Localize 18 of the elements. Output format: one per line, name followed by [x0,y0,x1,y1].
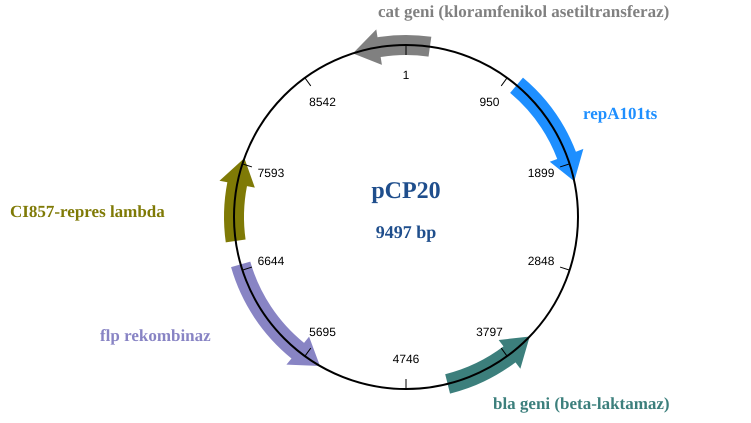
plasmid-name: pCP20 [371,178,441,205]
tick-label: 950 [479,95,500,110]
gene-label: cat geni (kloramfenikol asetiltransferaz) [378,2,670,22]
tick-label: 3797 [476,324,503,339]
tick-label: 4746 [392,352,420,366]
plasmid-size: 9497 bp [376,222,436,243]
plasmid-map [234,45,578,389]
tick-label: 6644 [258,254,284,268]
tick-label: 1 [402,68,410,82]
tick-label: 2848 [528,254,554,268]
gene-label: repA101ts [583,104,658,124]
gene-label: flp rekombinaz [100,326,211,346]
gene-label: bla geni (beta-laktamaz) [493,394,670,414]
gene-label: CI857-repres lambda [10,202,165,222]
tick-label: 1899 [528,166,554,180]
tick-label: 7593 [258,166,284,180]
tick-label: 8542 [309,95,336,110]
tick-label: 5695 [309,324,336,339]
